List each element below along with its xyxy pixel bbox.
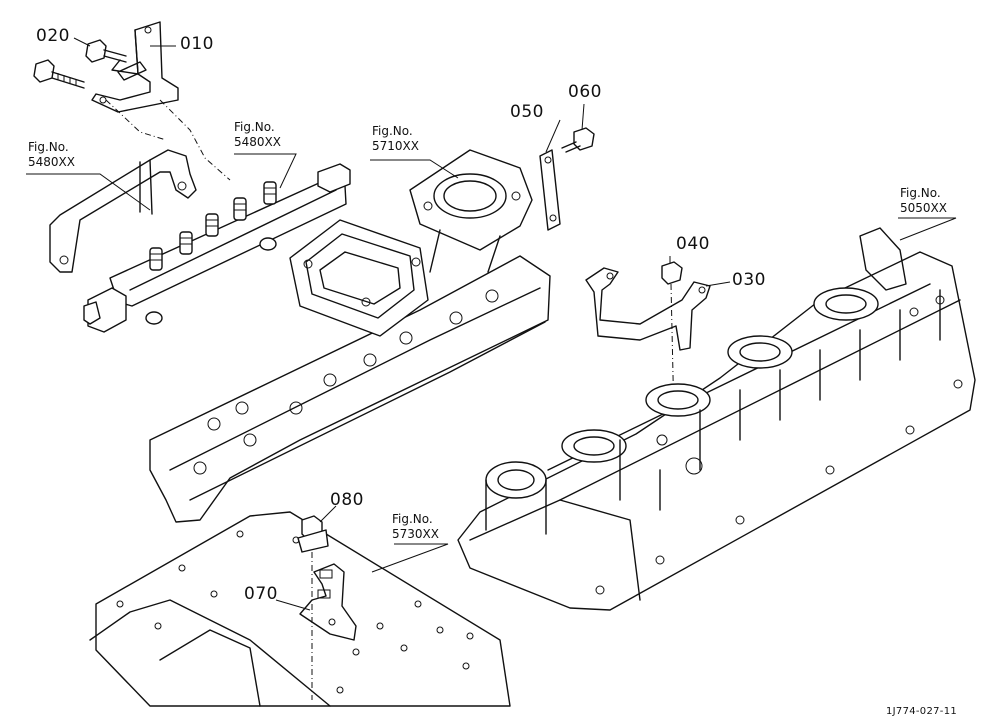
fig-ref-5050: Fig.No. 5050XX [900, 186, 947, 216]
fig-ref-title: Fig.No. [234, 120, 275, 134]
fig-ref-code: 5480XX [28, 155, 75, 169]
stay-070-drawing [299, 563, 357, 641]
fig-ref-5710: Fig.No. 5710XX [372, 124, 419, 154]
fig-ref-code: 5730XX [392, 527, 439, 541]
pipe-bracket-drawing [49, 149, 197, 273]
fig-ref-code: 5050XX [900, 201, 947, 215]
drawing-code: 1J774-027-11 [886, 706, 958, 717]
part-label-030: 030 [732, 270, 766, 290]
part-label-060: 060 [568, 82, 602, 102]
part-label-040: 040 [676, 234, 710, 254]
fig-ref-5480-left: Fig.No. 5480XX [28, 140, 75, 170]
bracket-010-drawing [91, 21, 179, 113]
part-label-010: 010 [180, 34, 214, 54]
fig-ref-title: Fig.No. [900, 186, 941, 200]
fig-ref-title: Fig.No. [28, 140, 69, 154]
lower-plate-drawing [89, 511, 511, 707]
part-label-080: 080 [330, 490, 364, 510]
bolt-020-drawing [33, 39, 127, 89]
fig-ref-5480-mid: Fig.No. 5480XX [234, 120, 281, 150]
fig-ref-5730: Fig.No. 5730XX [392, 512, 439, 542]
plug-080-drawing [297, 515, 329, 553]
part-label-020: 020 [36, 26, 70, 46]
stay-030-drawing [585, 267, 711, 351]
fig-ref-code: 5480XX [234, 135, 281, 149]
fig-ref-title: Fig.No. [392, 512, 433, 526]
fuel-rail-drawing [83, 163, 351, 333]
part-label-070: 070 [244, 584, 278, 604]
fig-ref-code: 5710XX [372, 139, 419, 153]
fig-ref-title: Fig.No. [372, 124, 413, 138]
bolt-060-drawing [561, 127, 595, 153]
leader-lines [26, 37, 957, 611]
head-cover-drawing [457, 227, 976, 611]
stay-050-drawing [539, 149, 561, 231]
part-label-050: 050 [510, 102, 544, 122]
intake-manifold-drawing [149, 149, 551, 523]
bolt-040-drawing [661, 261, 683, 285]
